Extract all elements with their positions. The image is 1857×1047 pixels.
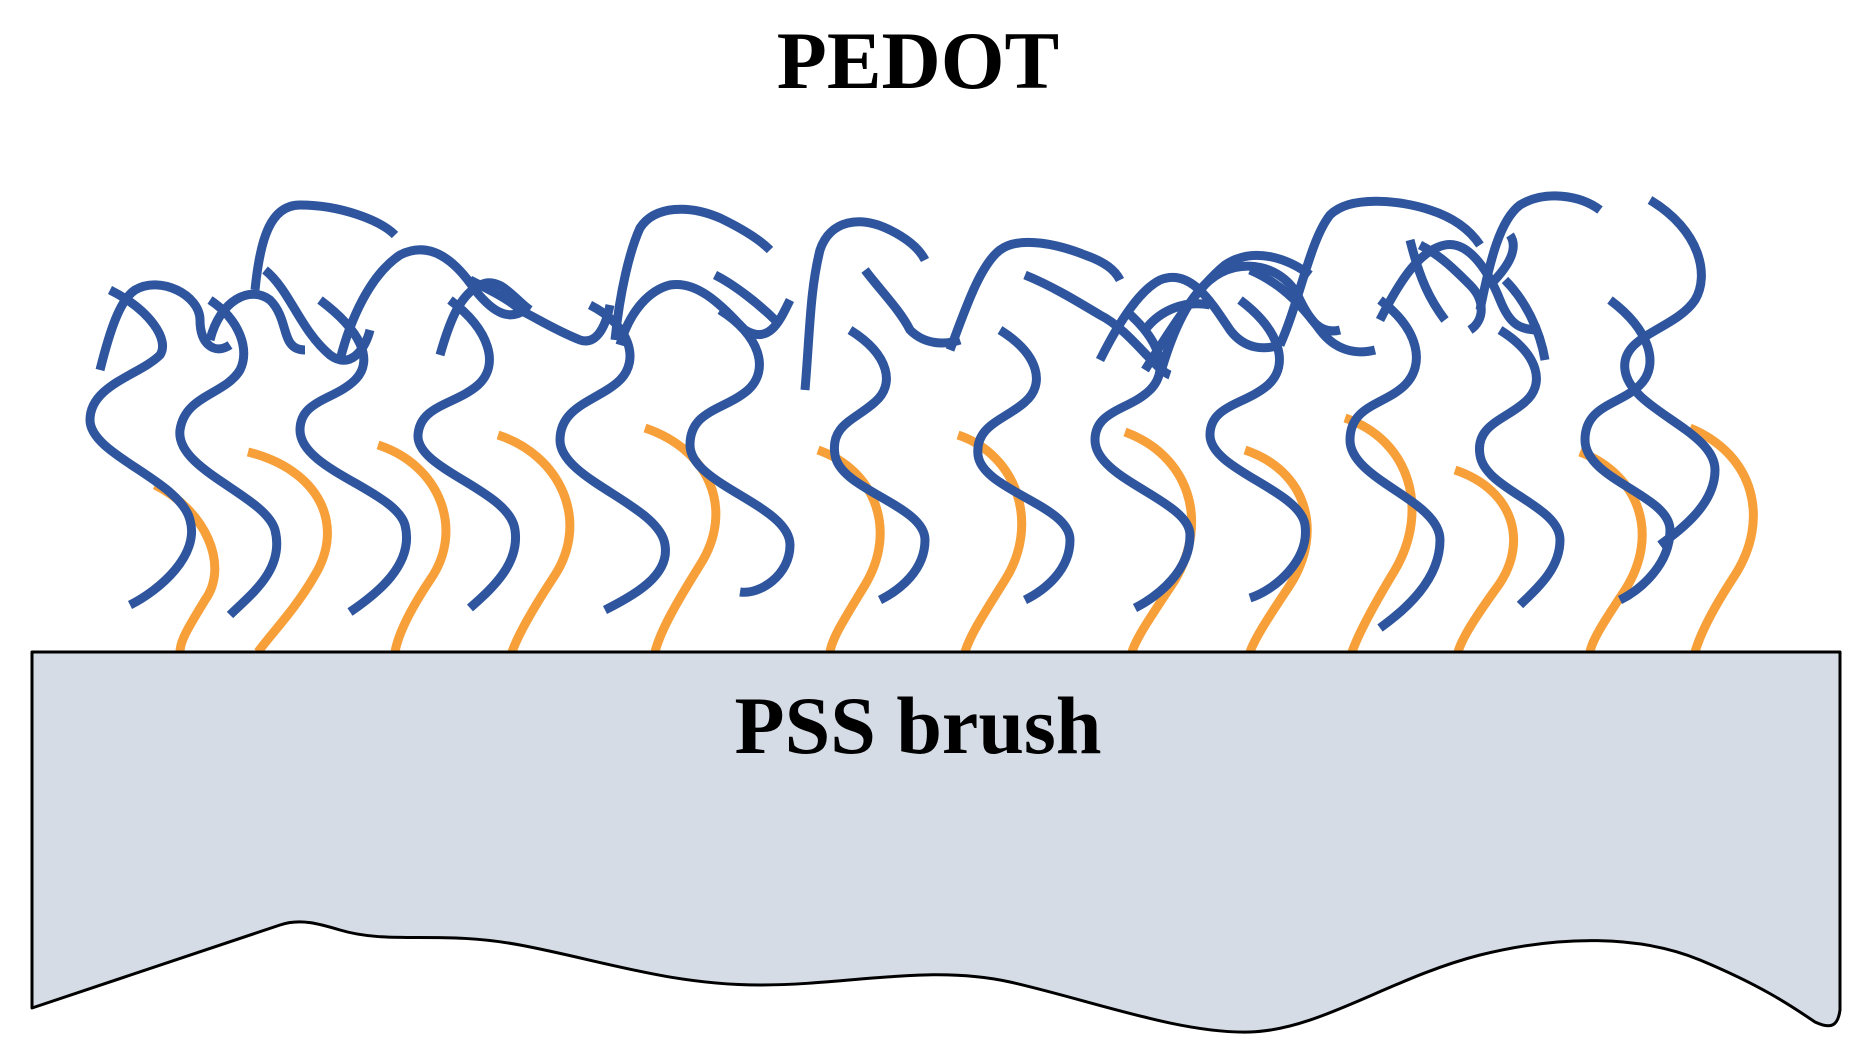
pedot-chain [1417, 240, 1486, 334]
pedot-chain [175, 296, 282, 619]
substrate-block [30, 650, 1842, 1034]
pedot-chain [250, 200, 399, 291]
pedot-chain [1405, 238, 1449, 323]
pss-chain [1578, 447, 1647, 654]
pedot-chain [945, 237, 1125, 352]
pss-chain [1243, 445, 1312, 654]
pedot-chain [1095, 273, 1282, 363]
pedot-chain [1141, 299, 1211, 333]
pedot-chain [1375, 240, 1541, 335]
pss-chain [246, 447, 332, 655]
pedot-chain [1155, 261, 1342, 377]
pedot-chain [85, 285, 196, 610]
pedot-chain [262, 266, 375, 365]
pedot-chain [335, 245, 528, 362]
pedot-chain [685, 306, 795, 597]
pedot-chain [610, 204, 774, 341]
pss-chain [643, 423, 721, 654]
pedot-chain [861, 267, 962, 348]
pedot-chain [1620, 196, 1720, 549]
pedot-chain [615, 280, 795, 347]
substrate-label: PSS brush [735, 680, 1102, 771]
pss-chain [1123, 427, 1197, 654]
pedot-chains [85, 191, 1720, 632]
pedot-chain [1580, 296, 1675, 605]
pedot-chain [1141, 251, 1313, 373]
pedot-chain [1345, 296, 1445, 632]
pss-chain [376, 440, 451, 653]
pedot-chain [1205, 296, 1310, 603]
pedot-chain [712, 270, 779, 324]
pedot-chain [1486, 232, 1518, 289]
pedot-chain [1248, 265, 1377, 357]
pedot-chain [1275, 196, 1484, 347]
pedot-chain [95, 280, 233, 372]
pss-chain [496, 430, 575, 654]
pedot-chain [829, 326, 930, 605]
pedot-chain [467, 275, 615, 346]
pedot-chain [1475, 326, 1565, 609]
pedot-label: PEDOT [777, 15, 1059, 106]
pedot-chain [1501, 276, 1550, 361]
pss-chain [956, 430, 1027, 654]
pedot-chain [800, 217, 930, 391]
pss-chain [816, 445, 885, 653]
pss-chains [152, 413, 1758, 655]
pss-chain [1343, 413, 1417, 654]
pedot-chain [295, 296, 411, 616]
pedot-chain [555, 300, 670, 615]
pedot-chain [1475, 191, 1603, 311]
pss-chain [1453, 465, 1519, 654]
pedot-chain [973, 326, 1075, 605]
pedot-chain [205, 289, 306, 355]
pss-chain [1688, 423, 1758, 654]
pedot-chain [413, 296, 521, 612]
